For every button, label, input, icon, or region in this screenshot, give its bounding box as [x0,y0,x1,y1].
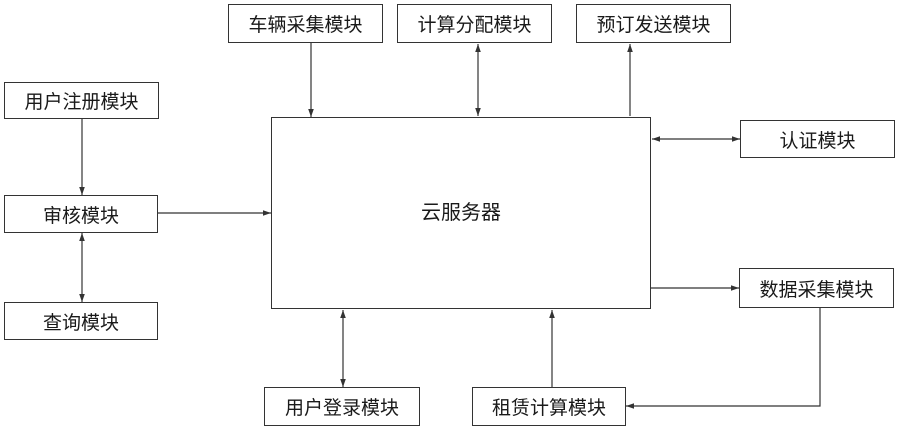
node-audit: 审核模块 [4,195,158,233]
edge-data-collect-to-rent-compute [626,308,820,406]
node-cloud-server: 云服务器 [271,117,651,309]
node-data-collect: 数据采集模块 [739,268,894,308]
node-compute-allocate: 计算分配模块 [397,4,552,43]
node-user-login: 用户登录模块 [264,387,420,426]
node-vehicle-collect: 车辆采集模块 [228,4,383,43]
node-auth: 认证模块 [740,120,895,158]
node-rent-compute: 租赁计算模块 [472,387,626,426]
node-user-register: 用户注册模块 [4,82,159,119]
node-query: 查询模块 [4,302,158,340]
node-booking-send: 预订发送模块 [576,4,731,43]
